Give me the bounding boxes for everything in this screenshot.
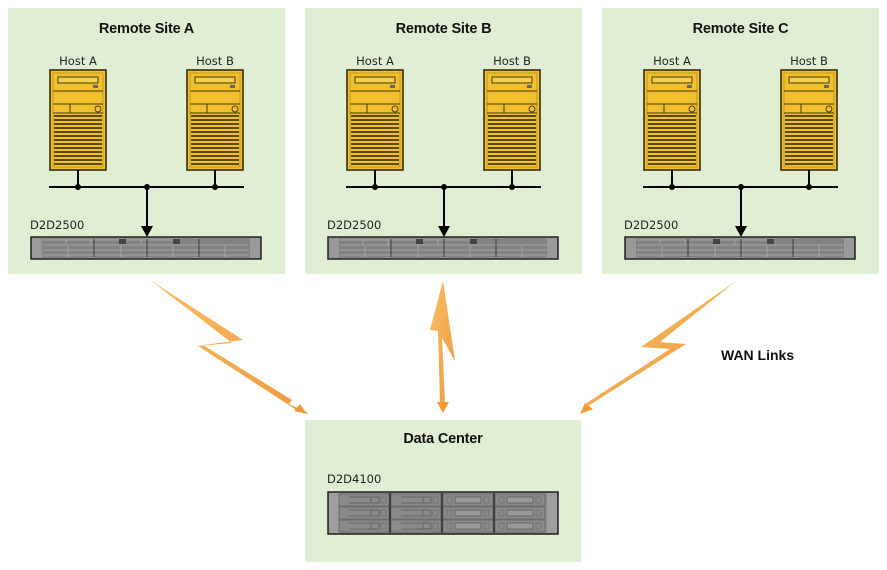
server-tower-icon — [49, 69, 107, 171]
appliance-label: D2D2500 — [624, 218, 679, 232]
site-title: Remote Site A — [98, 21, 195, 37]
wan-link-bolt-icon — [430, 281, 455, 404]
wan-link-bolt-icon — [585, 281, 736, 406]
host-a-label: Host A — [59, 54, 97, 68]
bus-node — [75, 184, 81, 190]
bus-node — [441, 184, 447, 190]
server-tower-icon — [483, 69, 541, 171]
bus-node — [509, 184, 515, 190]
wan-arrowhead-icon — [580, 403, 593, 414]
arrow-down-icon — [735, 226, 747, 237]
server-tower-icon — [643, 69, 701, 171]
server-tower-icon — [346, 69, 404, 171]
data-center-title: Data Center — [403, 431, 483, 447]
network-bus — [643, 170, 838, 227]
bus-node — [372, 184, 378, 190]
host-a-label: Host A — [356, 54, 394, 68]
d2d4100-appliance-icon — [327, 491, 559, 535]
server-tower-icon — [780, 69, 838, 171]
d2d2500-appliance-icon — [30, 236, 262, 260]
host-a-label: Host A — [653, 54, 691, 68]
site-c-graphics — [624, 69, 856, 260]
bus-node — [144, 184, 150, 190]
data-center-panel: Data Center D2D4100 — [305, 420, 581, 562]
wan-arrowhead-icon — [437, 402, 449, 413]
appliance-label: D2D2500 — [30, 218, 85, 232]
d2d2500-appliance-icon — [624, 236, 856, 260]
site-title: Remote Site B — [395, 21, 492, 37]
host-b-label: Host B — [493, 54, 531, 68]
server-tower-icon — [186, 69, 244, 171]
bus-node — [806, 184, 812, 190]
bus-node — [669, 184, 675, 190]
wan-link-bolt-icon — [150, 280, 310, 414]
bus-node — [212, 184, 218, 190]
host-b-label: Host B — [196, 54, 234, 68]
data-center-appliance-label: D2D4100 — [327, 472, 382, 486]
appliance-label: D2D2500 — [327, 218, 382, 232]
bus-node — [738, 184, 744, 190]
site-title: Remote Site C — [692, 21, 789, 37]
network-bus — [49, 170, 244, 227]
wan-arrowhead-icon — [294, 404, 307, 414]
site-b-graphics — [327, 69, 559, 260]
site-a-graphics — [30, 69, 262, 260]
network-bus — [346, 170, 541, 227]
wan-links-label: WAN Links — [721, 347, 795, 363]
arrow-down-icon — [141, 226, 153, 237]
d2d2500-appliance-icon — [327, 236, 559, 260]
arrow-down-icon — [438, 226, 450, 237]
host-b-label: Host B — [790, 54, 828, 68]
